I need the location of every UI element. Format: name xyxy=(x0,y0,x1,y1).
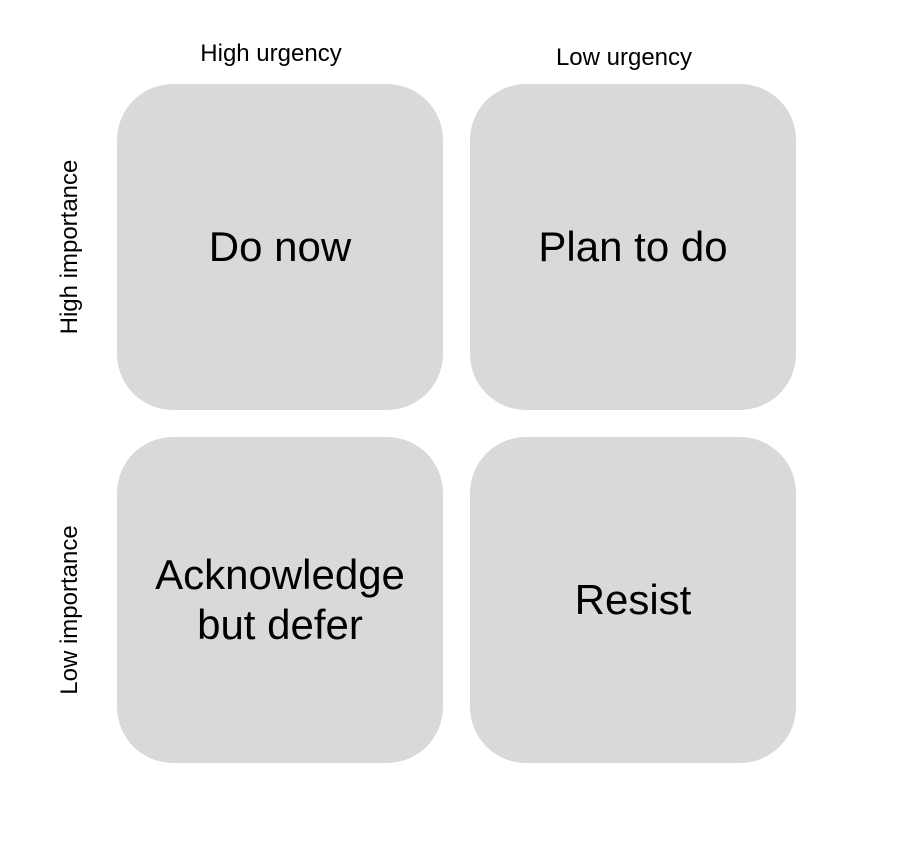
column-header-low-urgency: Low urgency xyxy=(555,44,693,71)
quadrant-plan-to-do: Plan to do xyxy=(470,84,796,410)
quadrant-label-plan-to-do: Plan to do xyxy=(538,223,728,270)
row-header-low-importance: Low importance xyxy=(56,525,83,695)
quadrant-label-do-now: Do now xyxy=(208,223,352,270)
quadrant-label-resist: Resist xyxy=(574,576,692,623)
column-header-high-urgency: High urgency xyxy=(200,40,342,67)
row-header-high-importance: High importance xyxy=(56,159,83,335)
quadrant-label-acknowledge-but-defer: Acknowledge but defer xyxy=(155,551,405,648)
quadrant-resist: Resist xyxy=(470,437,796,763)
quadrant-acknowledge-but-defer: Acknowledge but defer xyxy=(117,437,443,763)
quadrant-do-now: Do now xyxy=(117,84,443,410)
